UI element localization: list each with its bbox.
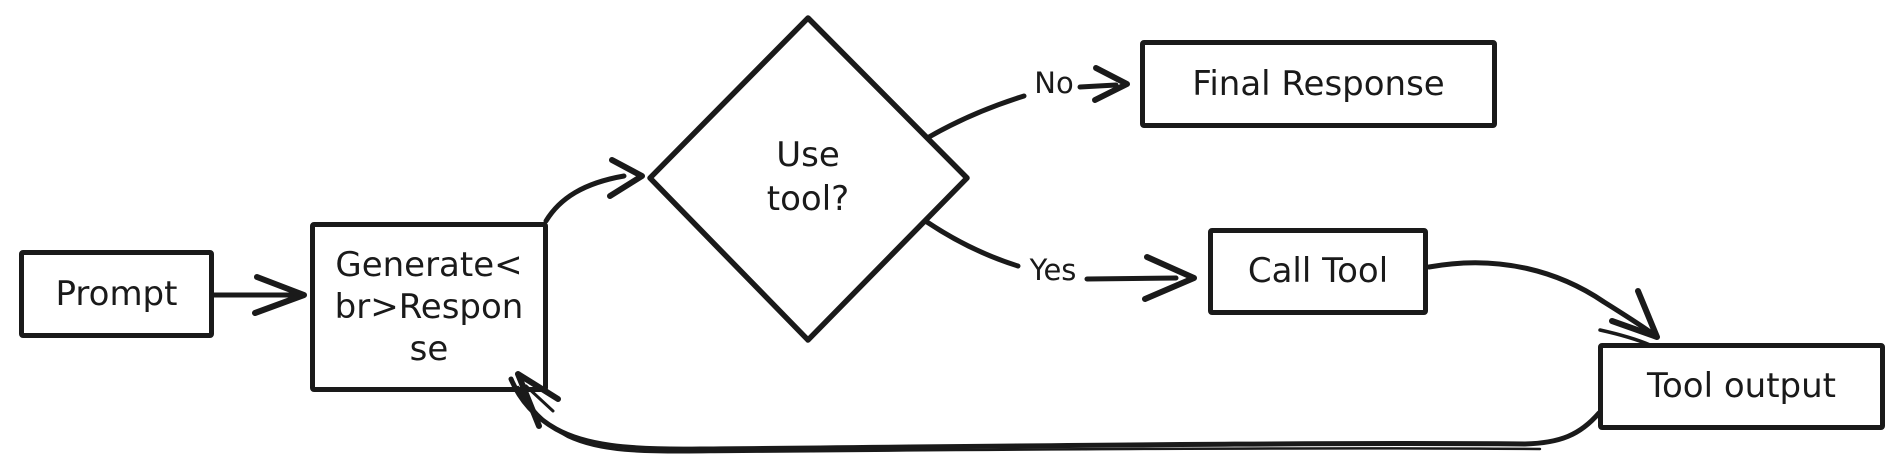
edge-label-yes: Yes [1029,253,1077,287]
edge-line [1426,260,1660,340]
arrowhead [607,157,645,199]
node-call-tool-label: Call Tool [1247,251,1389,292]
edge-line [926,93,1027,140]
edge-generate-to-use-tool [543,157,645,224]
node-tool-output-label: Tool output [1647,366,1836,407]
node-tool-output: Tool output [1598,343,1885,430]
node-use-tool-label-line2: tool? [766,179,850,220]
node-final-response-label: Final Response [1192,63,1445,104]
arrowhead [1092,65,1130,103]
sketch-stroke [516,385,1542,454]
node-generate-response-label-line3: se [409,329,449,370]
arrowhead [1142,254,1197,302]
edge-line [543,173,627,224]
arrowhead [1609,288,1660,340]
node-call-tool: Call Tool [1208,228,1428,315]
arrowhead [252,274,307,316]
edge-line [1077,82,1119,90]
edge-tool-output-to-generate [508,371,1602,454]
node-generate-response-label-line1: Generate< [335,244,523,285]
node-generate-response-label-line2: br>Respon [334,286,524,327]
edge-line [924,219,1021,269]
node-use-tool-label: Use tool? [708,133,908,221]
edge-prompt-to-generate [210,274,307,316]
node-prompt-label: Prompt [55,273,178,314]
node-final-response: Final Response [1140,40,1497,128]
node-prompt: Prompt [19,250,214,338]
edge-call-tool-to-tool-output [1426,260,1660,347]
node-generate-response: Generate< br>Respon se [310,222,548,392]
edge-line [1084,275,1179,282]
edge-line [508,376,1602,452]
node-use-tool-label-line1: Use [776,135,840,175]
edge-label-no: No [1034,66,1074,100]
